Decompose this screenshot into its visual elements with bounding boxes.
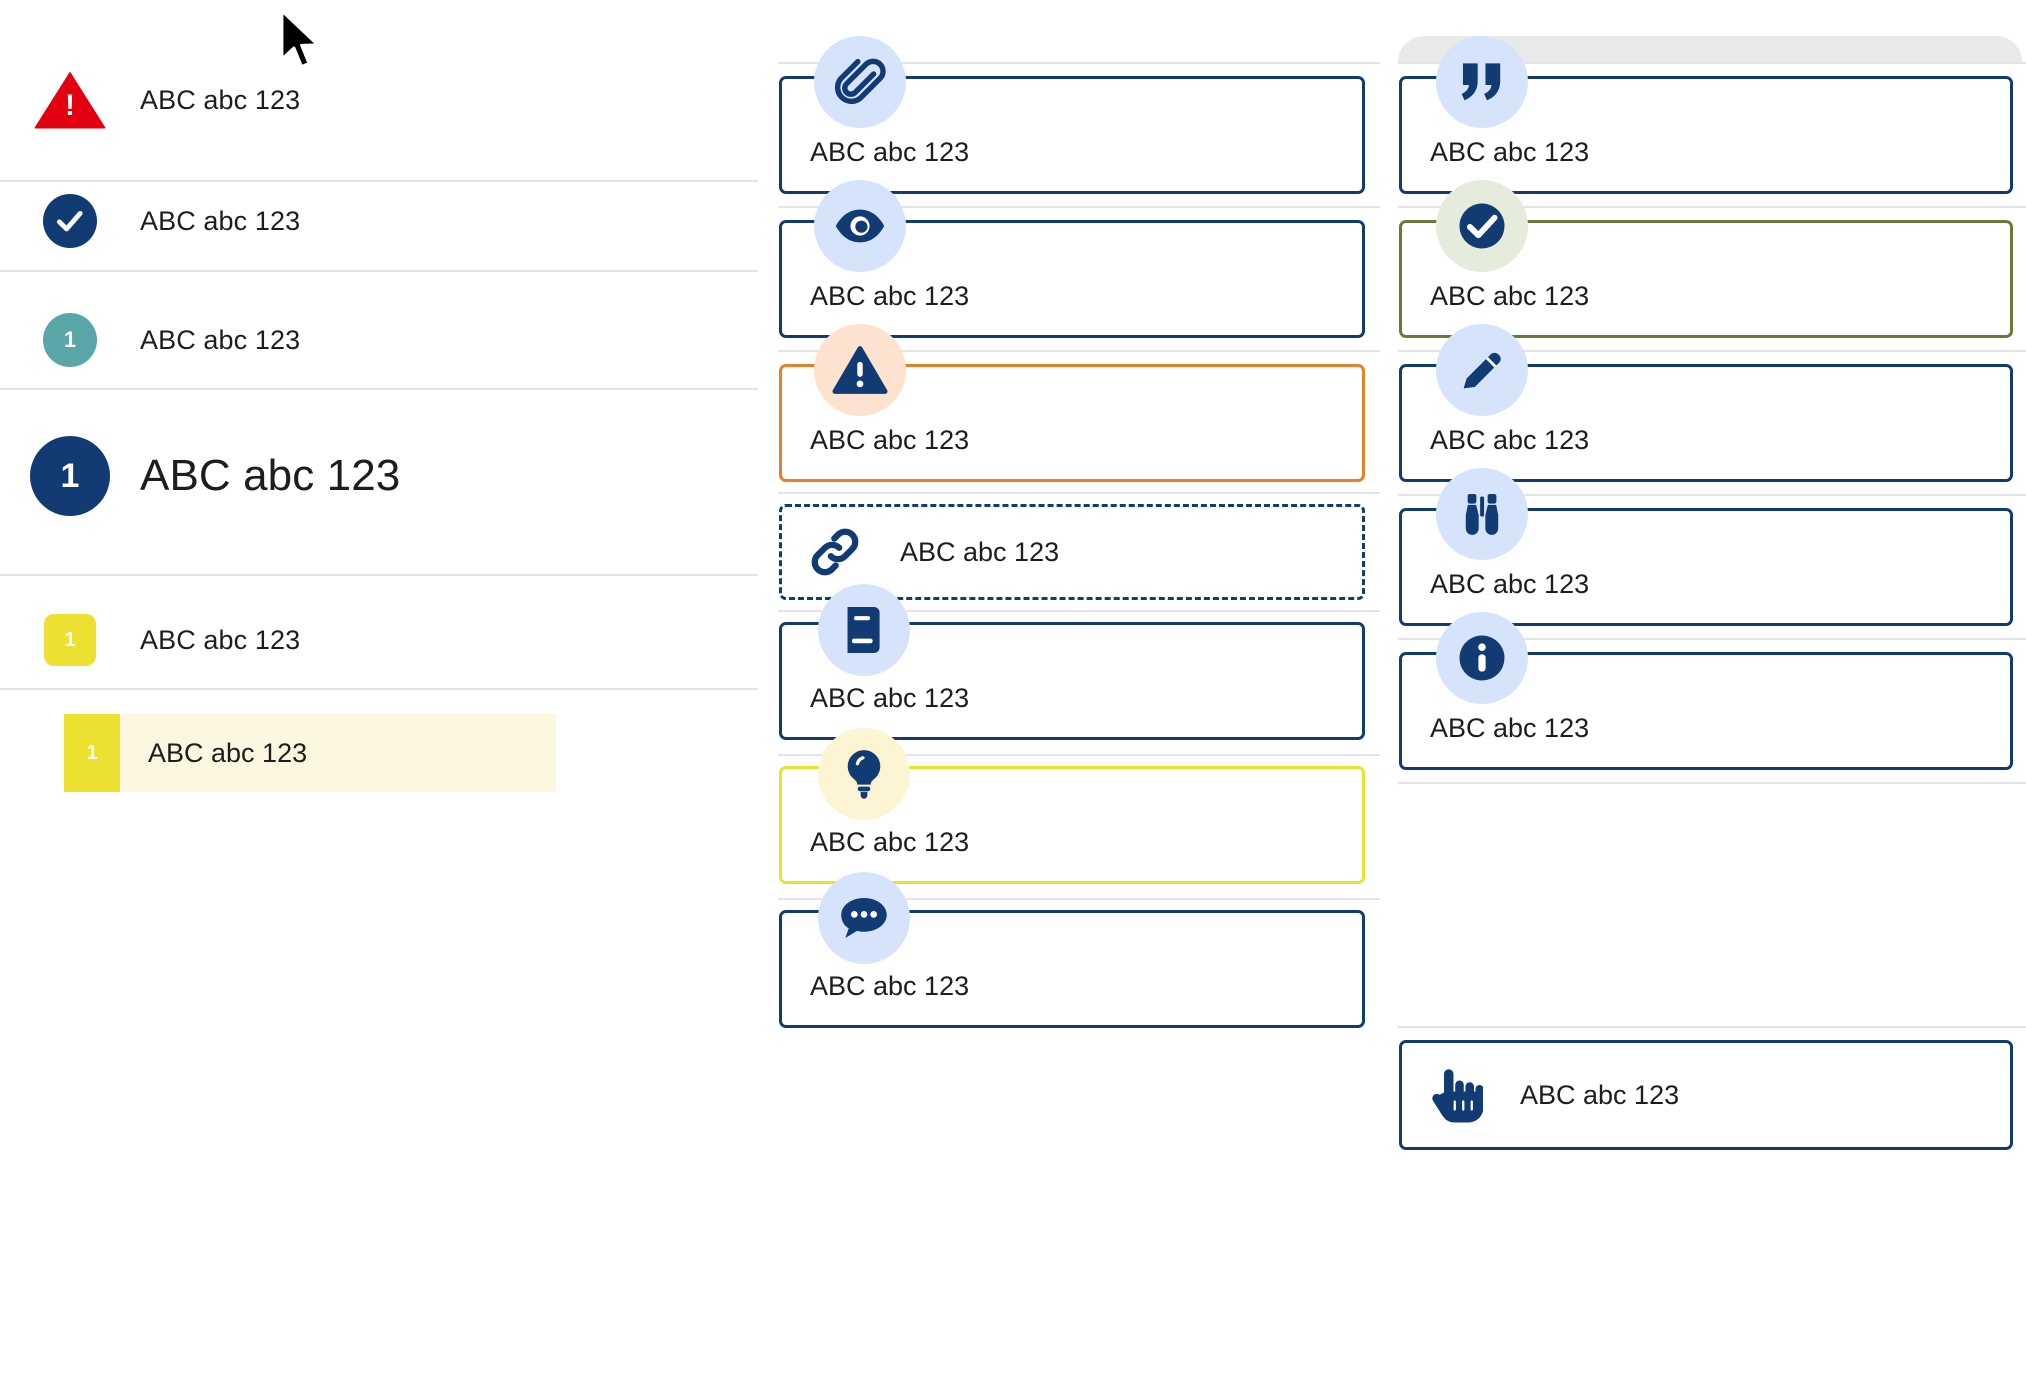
card-pointing-hand[interactable]: ABC abc 123 <box>1399 1040 2013 1150</box>
check-circle-icon <box>0 194 140 248</box>
card-label: ABC abc 123 <box>810 137 970 167</box>
link-chain-icon <box>804 521 866 583</box>
card-label: ABC abc 123 <box>810 827 970 857</box>
divider <box>1398 350 2026 352</box>
quote-marks-icon <box>1436 36 1528 128</box>
warning-triangle-mark: ! <box>65 89 75 122</box>
divider <box>778 898 1380 900</box>
divider <box>778 754 1380 756</box>
card-label: ABC abc 123 <box>1430 713 1590 743</box>
divider <box>1398 638 2026 640</box>
divider <box>0 574 758 576</box>
chat-bubble-icon <box>818 872 910 964</box>
number-badge-value: 1 <box>30 436 110 516</box>
list-item[interactable]: 1 ABC abc 123 <box>0 292 760 388</box>
list-item[interactable]: 1 ABC abc 123 <box>0 592 760 688</box>
number-badge-value: 1 <box>44 614 96 666</box>
divider <box>1398 782 2026 784</box>
number-badge-icon: 1 <box>64 714 120 792</box>
number-badge-value: 1 <box>86 741 98 764</box>
list-item[interactable]: 1 ABC abc 123 <box>0 428 760 524</box>
number-badge-value: 1 <box>43 313 97 367</box>
divider <box>778 206 1380 208</box>
binoculars-icon <box>1436 468 1528 560</box>
divider <box>0 180 758 182</box>
divider <box>1398 494 2026 496</box>
check-circle-icon <box>1436 180 1528 272</box>
list-item[interactable]: ! ABC abc 123 <box>0 52 760 148</box>
lightbulb-icon <box>818 728 910 820</box>
list-item-label: ABC abc 123 <box>140 84 301 115</box>
divider <box>778 62 1380 64</box>
card-label: ABC abc 123 <box>810 281 970 311</box>
card-label: ABC abc 123 <box>810 683 970 713</box>
number-badge-icon: 1 <box>0 614 140 666</box>
paperclip-icon <box>814 36 906 128</box>
number-badge-icon: 1 <box>0 436 140 516</box>
left-column: ! ABC abc 123 ABC abc 123 1 ABC abc 123 … <box>0 0 760 1392</box>
card-label: ABC abc 123 <box>1430 425 1590 455</box>
divider <box>1398 62 2026 64</box>
divider <box>778 610 1380 612</box>
eye-icon <box>814 180 906 272</box>
mouse-cursor <box>278 8 328 77</box>
card-label: ABC abc 123 <box>1520 1079 1680 1110</box>
divider <box>778 492 1380 494</box>
list-item-label: ABC abc 123 <box>140 451 401 500</box>
list-item-label: ABC abc 123 <box>148 737 308 768</box>
divider <box>0 688 758 690</box>
list-item[interactable]: ABC abc 123 <box>0 172 760 270</box>
card-label: ABC abc 123 <box>1430 137 1590 167</box>
pointing-hand-icon <box>1424 1064 1486 1126</box>
list-item-label: ABC abc 123 <box>140 624 301 655</box>
card-label: ABC abc 123 <box>810 425 970 455</box>
divider <box>778 350 1380 352</box>
divider <box>1398 206 2026 208</box>
warning-triangle-icon: ! <box>0 69 140 131</box>
book-icon <box>818 584 910 676</box>
warning-triangle-icon <box>814 324 906 416</box>
pencil-icon <box>1436 324 1528 416</box>
number-badge-icon: 1 <box>0 313 140 367</box>
card-eye[interactable]: ABC abc 123 <box>779 220 1365 338</box>
list-item-label: ABC abc 123 <box>140 205 301 236</box>
card-link-label[interactable]: ABC abc 123 <box>900 536 1060 567</box>
info-circle-icon <box>1436 612 1528 704</box>
card-label: ABC abc 123 <box>1430 281 1590 311</box>
divider <box>1398 1026 2026 1028</box>
divider <box>0 388 758 390</box>
card-label: ABC abc 123 <box>1430 569 1590 599</box>
card-label: ABC abc 123 <box>810 971 970 1001</box>
list-item-selected[interactable]: 1 ABC abc 123 <box>64 714 556 792</box>
divider <box>0 270 758 272</box>
list-item-label: ABC abc 123 <box>140 324 301 355</box>
card-link[interactable]: ABC abc 123 <box>779 504 1365 600</box>
